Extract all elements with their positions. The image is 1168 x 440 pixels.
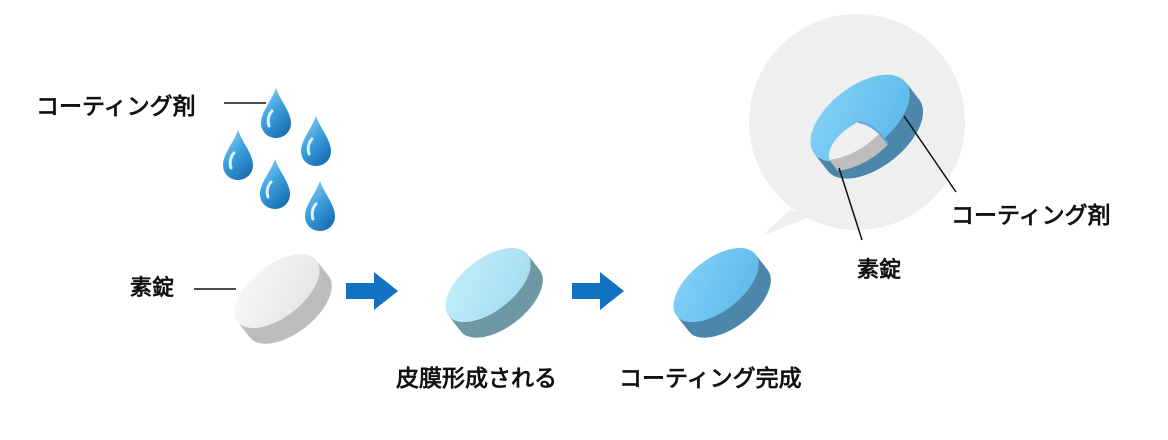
droplet-icon	[258, 157, 292, 211]
cross-section-coating-label: コーティング剤	[951, 203, 1111, 229]
coated-tablet-icon	[673, 248, 771, 338]
leader-line	[903, 115, 957, 193]
coating-droplets	[221, 86, 337, 233]
coating-agent-label: コーティング剤	[36, 94, 196, 120]
core-tablet-label: 素錠	[130, 276, 175, 301]
arrow-right-icon	[346, 272, 398, 310]
droplet-icon	[259, 86, 293, 140]
tablet-cross-section-icon	[810, 74, 924, 179]
arrow-right-icon	[572, 272, 624, 310]
core-tablet-icon	[234, 254, 332, 344]
coating-complete-label: コーティング完成	[619, 366, 802, 392]
droplet-icon	[303, 179, 337, 233]
film-forming-tablet-icon	[445, 248, 543, 338]
leader-line	[838, 167, 863, 241]
droplet-icon	[299, 114, 333, 168]
droplet-icon	[221, 128, 255, 182]
cross-section-core-label: 素錠	[857, 258, 902, 283]
film-forming-label: 皮膜形成される	[396, 366, 557, 392]
